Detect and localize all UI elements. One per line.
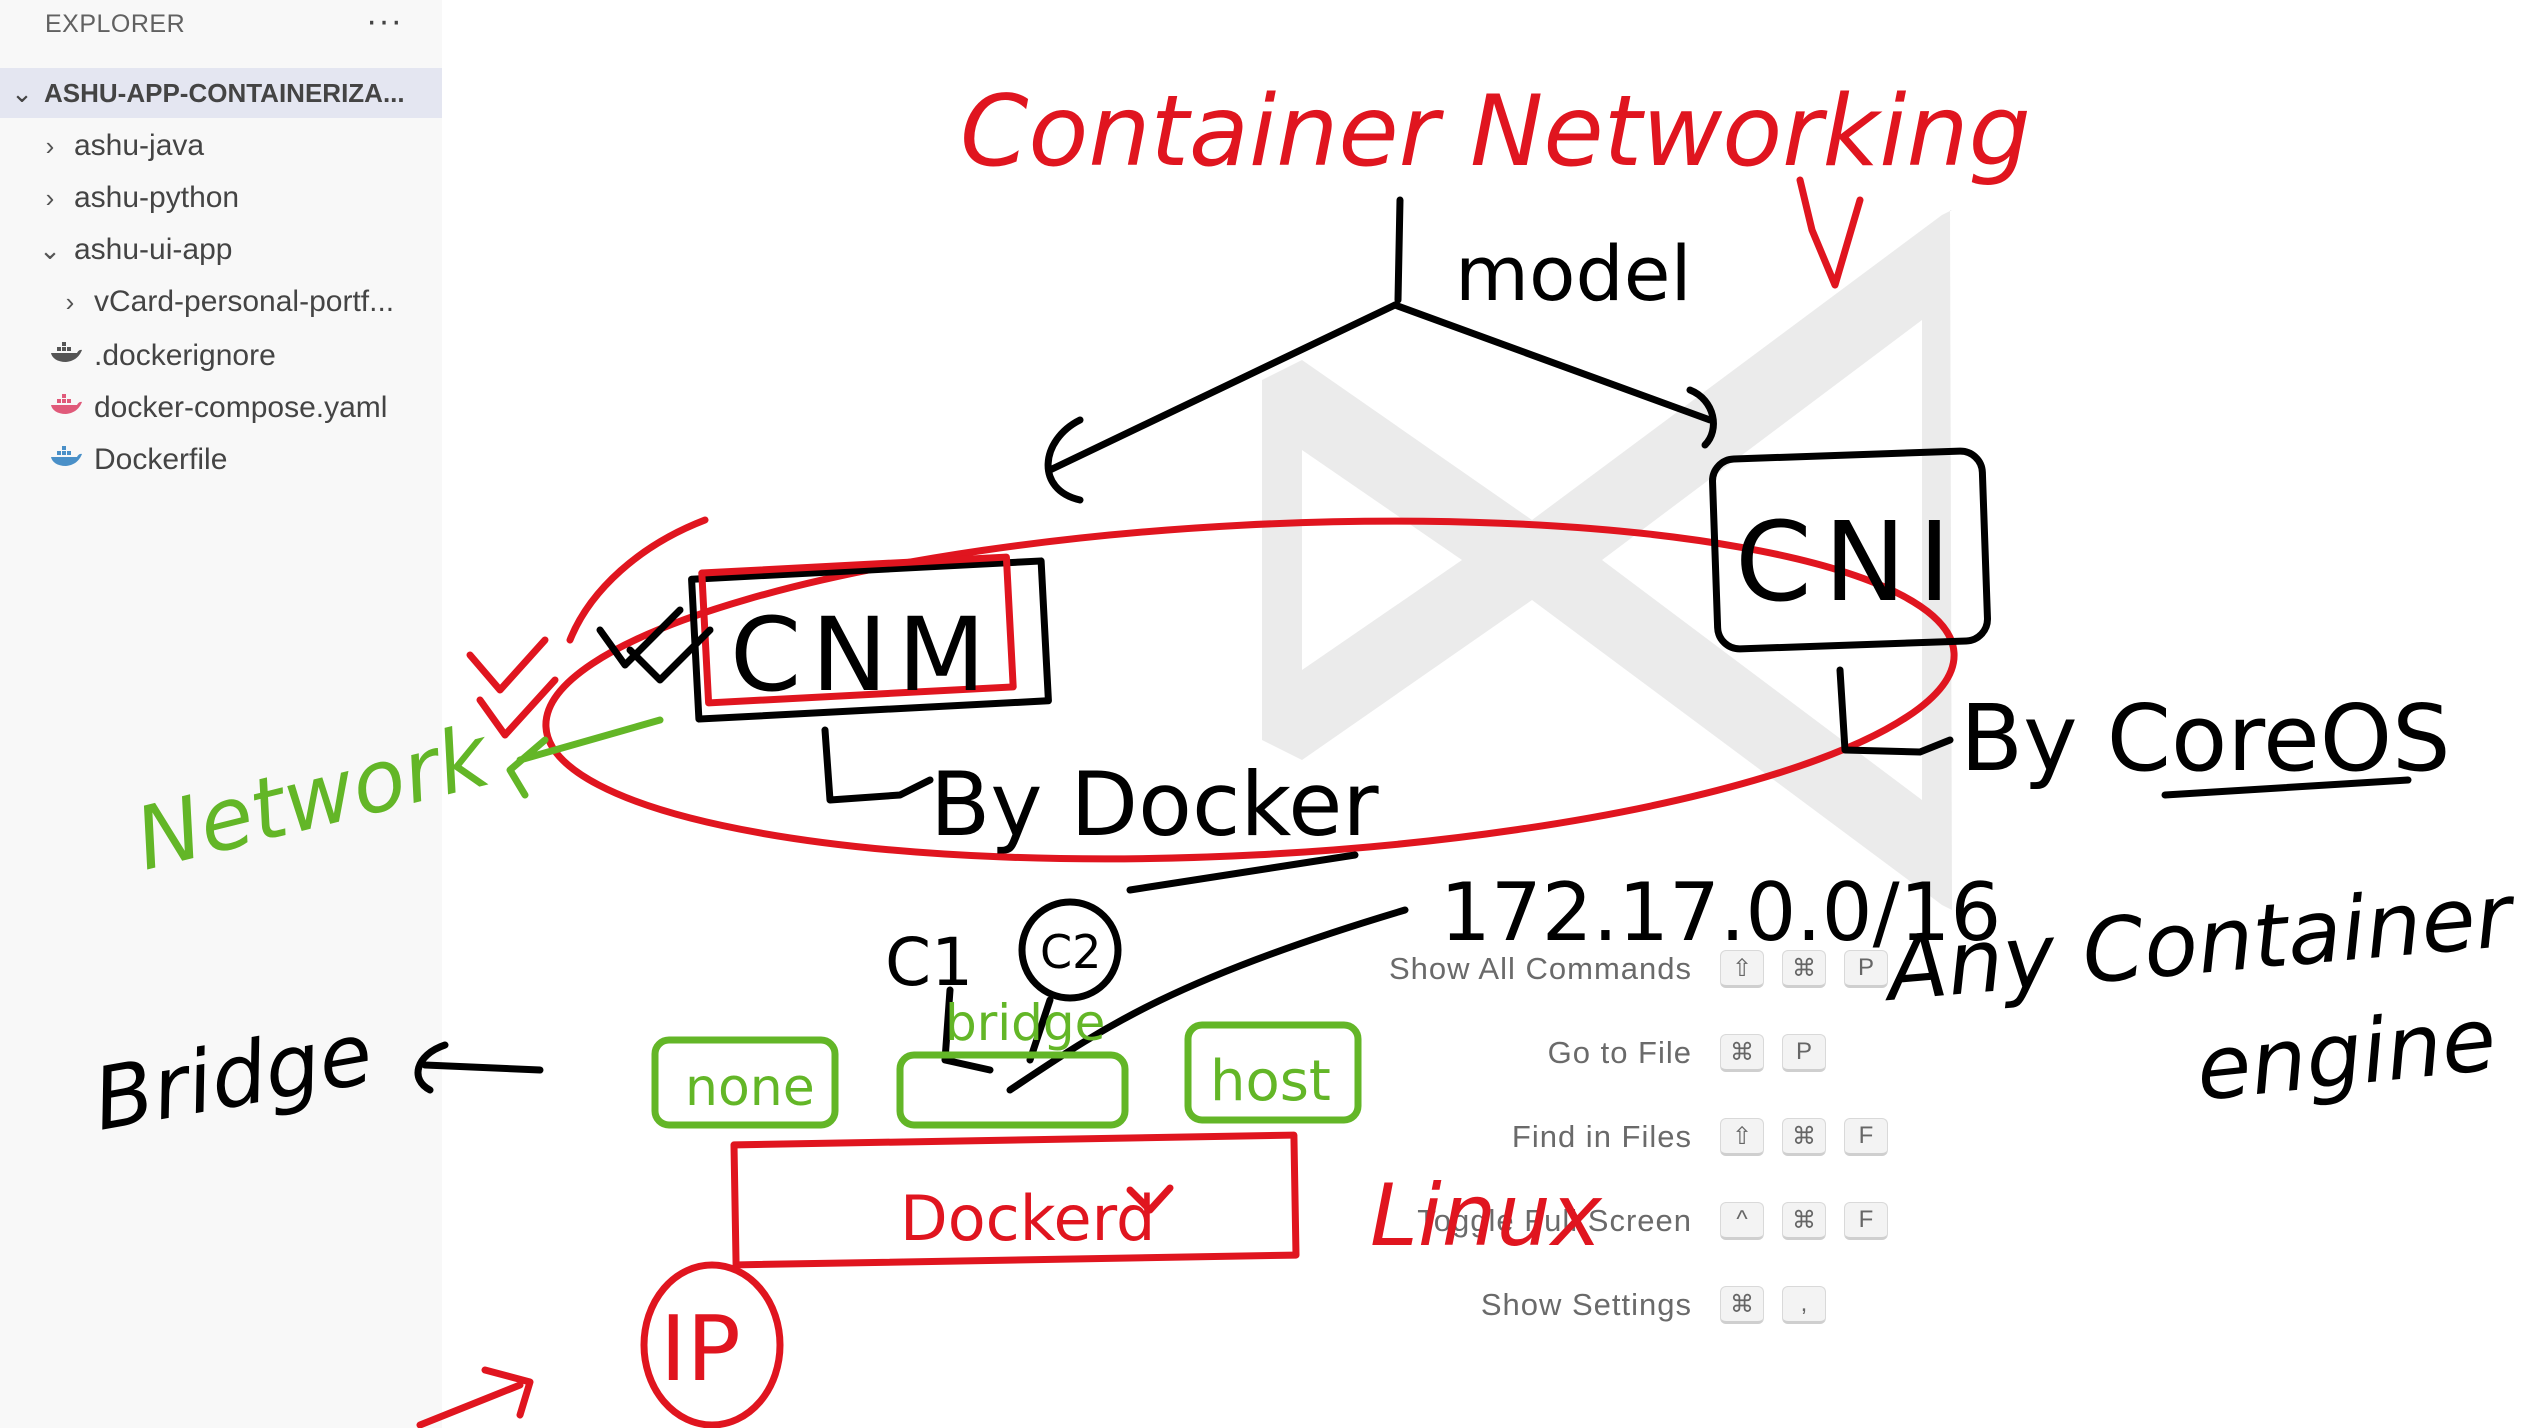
key-p: P	[1844, 950, 1888, 988]
command-hint-find-in-files[interactable]: Find in Files ⇧ ⌘ F	[1372, 1112, 1906, 1162]
key-f: F	[1844, 1118, 1888, 1156]
bridge-box-label: bridge	[945, 994, 1105, 1052]
bridge-label: Bridge	[86, 1004, 379, 1151]
command-hint-go-to-file[interactable]: Go to File ⌘ P	[1372, 1028, 1844, 1078]
key-cmd: ⌘	[1782, 1118, 1826, 1156]
tree-item-vcard[interactable]: › vCard-personal-portf...	[52, 276, 394, 328]
bridge-box	[896, 1051, 1129, 1129]
key-ctrl: ^	[1720, 1202, 1764, 1240]
command-label: Find in Files	[1511, 1119, 1692, 1154]
coreos-underline	[2161, 776, 2412, 799]
cni-label: CNI	[1735, 498, 1963, 626]
command-label: Toggle Full Screen	[1417, 1203, 1692, 1238]
tree-item-ashu-python[interactable]: › ashu-python	[32, 172, 239, 224]
chevron-right-icon: ›	[45, 130, 55, 161]
none-box	[651, 1036, 839, 1129]
tree-item-label: docker-compose.yaml	[94, 391, 388, 424]
network-arrow	[506, 716, 664, 799]
by-coreos-label: By CoreOS	[1960, 685, 2451, 792]
container-links	[941, 986, 1054, 1074]
key-cmd: ⌘	[1782, 950, 1826, 988]
c2-label: C2	[1040, 925, 1101, 979]
ellipse-lead-stroke	[566, 516, 709, 644]
dockerd-label: Dockerd	[900, 1182, 1155, 1255]
vscode-logo-watermark-icon	[1262, 210, 1952, 910]
network-label: Network	[126, 706, 502, 891]
c1-label: C1	[885, 924, 973, 1001]
command-label: Go to File	[1547, 1035, 1692, 1070]
chevron-down-icon: ⌄	[39, 234, 61, 265]
tree-item-label: vCard-personal-portf...	[94, 285, 395, 318]
chevron-down-icon: ⌄	[11, 77, 33, 108]
tree-item-label: .dockerignore	[94, 339, 276, 372]
dockerd-box	[730, 1131, 1300, 1269]
model-annotation: model	[1455, 229, 1692, 318]
command-hint-show-settings[interactable]: Show Settings ⌘ ,	[1372, 1280, 1844, 1330]
double-check-mark	[466, 636, 559, 739]
by-coreos-hook	[1836, 666, 1954, 756]
subnet-label: 172.17.0.0/16	[1440, 866, 2001, 959]
arrow-to-cnm	[1044, 301, 1399, 504]
more-actions-icon[interactable]: ···	[366, 2, 403, 40]
key-p: P	[1782, 1034, 1826, 1072]
tree-item-label: ashu-python	[74, 181, 240, 214]
docker-icon	[46, 339, 86, 373]
cni-box	[1709, 447, 1991, 653]
host-box	[1184, 1021, 1362, 1124]
title-descender-stroke	[1796, 176, 1864, 289]
docker-icon	[46, 443, 86, 477]
ip-circle	[640, 1261, 784, 1428]
cnm-check-mark	[596, 606, 714, 684]
explorer-header: EXPLORER	[45, 10, 186, 38]
by-docker-hook	[821, 726, 934, 804]
any-engine-line2: engine	[2191, 987, 2500, 1121]
model-stem-line	[1394, 196, 1404, 304]
command-label: Show Settings	[1480, 1287, 1692, 1322]
ip-arrow	[416, 1366, 534, 1428]
tree-item-dockerignore[interactable]: .dockerignore	[46, 330, 276, 382]
subnet-arrow	[1006, 906, 1409, 1094]
by-docker-underline	[1126, 851, 1359, 894]
tree-item-docker-compose[interactable]: docker-compose.yaml	[46, 382, 387, 434]
title-annotation: Container Networking	[960, 75, 2031, 189]
chevron-right-icon: ›	[65, 286, 75, 317]
key-cmd: ⌘	[1782, 1202, 1826, 1240]
key-cmd: ⌘	[1720, 1286, 1764, 1324]
cnm-label: CNM	[730, 596, 996, 715]
c2-circle	[1018, 898, 1122, 1002]
command-label: Show All Commands	[1388, 951, 1692, 986]
dockerd-check-mark	[1126, 1184, 1174, 1214]
key-f: F	[1844, 1202, 1888, 1240]
none-label: none	[685, 1058, 815, 1118]
chevron-right-icon: ›	[45, 182, 55, 213]
docker-compose-icon	[46, 391, 86, 425]
tree-item-dockerfile[interactable]: Dockerfile	[46, 434, 227, 486]
workspace-folder[interactable]: ⌄ ASHU-APP-CONTAINERIZA...	[0, 68, 442, 118]
bridge-arrow	[414, 1041, 544, 1094]
tree-item-label: ashu-ui-app	[74, 233, 233, 266]
tree-item-ashu-ui-app[interactable]: ⌄ ashu-ui-app	[32, 224, 232, 276]
tree-item-ashu-java[interactable]: › ashu-java	[32, 120, 204, 172]
key-shift: ⇧	[1720, 950, 1764, 988]
key-shift: ⇧	[1720, 1118, 1764, 1156]
linux-label: Linux	[1370, 1166, 1603, 1266]
host-label: host	[1210, 1049, 1331, 1114]
command-hint-show-all[interactable]: Show All Commands ⇧ ⌘ P	[1372, 944, 1906, 994]
key-comma: ,	[1782, 1286, 1826, 1324]
by-docker-label: By Docker	[930, 753, 1379, 856]
cnm-ellipse	[542, 517, 1958, 863]
key-cmd: ⌘	[1720, 1034, 1764, 1072]
explorer-sidebar: EXPLORER ··· ⌄ ASHU-APP-CONTAINERIZA... …	[0, 0, 443, 1428]
tree-item-label: ashu-java	[74, 129, 205, 162]
arrow-to-cni	[1391, 301, 1717, 449]
tree-item-label: Dockerfile	[94, 443, 228, 476]
command-hint-full-screen[interactable]: Toggle Full Screen ^ ⌘ F	[1372, 1196, 1906, 1246]
ip-label: IP	[660, 1297, 741, 1402]
